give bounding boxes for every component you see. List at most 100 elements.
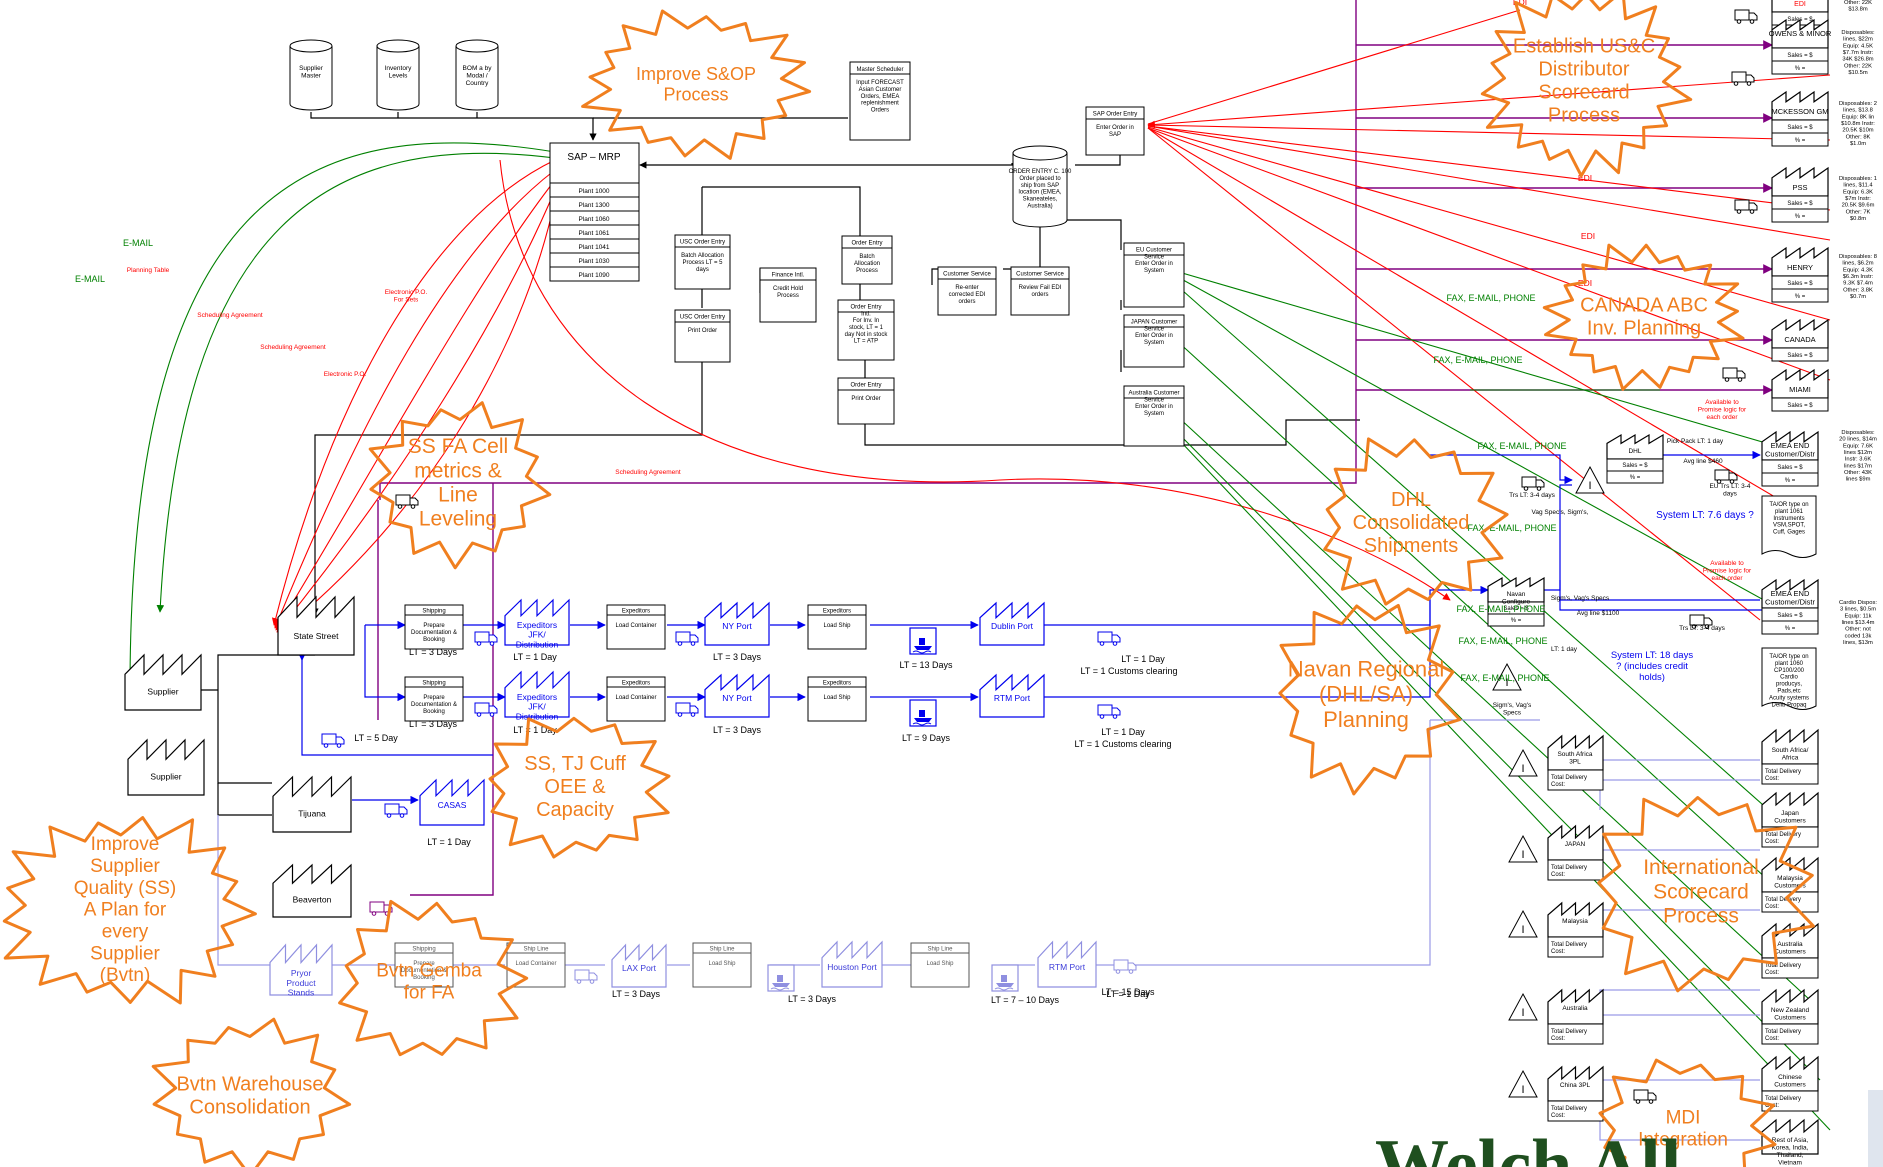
lead-time-label: LT = 13 Days (900, 660, 953, 670)
lead-time-label: LT = 3 Days (788, 994, 836, 1004)
factory-icon: Beaverton (273, 865, 351, 917)
customer-label: MCKESSON GM (1771, 107, 1828, 116)
shipping-box-body: Load Ship (823, 623, 851, 629)
customer-label: EDI (1794, 1, 1806, 8)
flow-label: System LT: 7.6 days ? (1656, 510, 1754, 521)
shipping-box-title: Shipping (422, 681, 445, 687)
factory-icon: LAX Port (612, 945, 666, 987)
hub-box: NavanConfigureSales = $% = (1488, 578, 1544, 626)
brand-logo-text: Welch All (1375, 1125, 1681, 1167)
intl-warehouse-box: AustraliaTotal DeliveryCost: (1548, 990, 1603, 1044)
sap-mrp-title: SAP – MRP (567, 152, 620, 163)
shipping-box-title: Ship Line (927, 947, 953, 953)
shipping-box-title: Ship Line (523, 947, 549, 953)
process-box-title: Finance Intl. (772, 273, 805, 279)
customer-sales: Sales = $ (1787, 53, 1813, 59)
shipping-process-box: Ship LineLoad Container (507, 943, 565, 987)
ship-icon (992, 965, 1018, 991)
flow-label: Trs LT: 3-4 days (1509, 492, 1556, 499)
shipping-box-body: Load Container (615, 695, 656, 701)
customer-label: EMEA ENDCustomer/Distr (1765, 441, 1816, 459)
process-box: Finance Intl.Credit HoldProcess (760, 268, 816, 322)
process-box: Customer ServiceReview Fail EDIorders (1011, 267, 1069, 315)
kaizen-burst-text: ImproveSupplierQuality (SS)A Plan foreve… (74, 834, 176, 986)
process-box-title: SAP Order Entry (1093, 112, 1138, 118)
factory-label: RTM Port (1049, 962, 1086, 972)
shipping-box-body: Load Ship (708, 961, 736, 967)
side-note: Disposables: 8lines, $6.2mEquip: 4.3K$6.… (1839, 254, 1877, 300)
kaizen-burst-text: SS, TJ CuffOEE &Capacity (524, 753, 626, 821)
inventory-triangle-icon: I (1509, 994, 1537, 1020)
process-box: USC Order EntryBatch AllocationProcess L… (675, 235, 730, 289)
shipping-box-body: Load Ship (823, 695, 851, 701)
shipping-box-title: Ship Line (709, 947, 735, 953)
shipping-process-box: Ship LineLoad Ship (911, 943, 969, 987)
intl-warehouse-box: China 3PLTotal DeliveryCost: (1548, 1067, 1603, 1121)
process-box-title: Customer Service (1016, 272, 1064, 278)
intl-label: Malaysia (1562, 918, 1588, 925)
order-entry-database: ORDER ENTRY C. 100Order placed toship fr… (1009, 146, 1072, 227)
factory-icon: NY Port (705, 675, 769, 717)
factory-label: LAX Port (622, 963, 657, 973)
flow-label: Scheduling Agreement (197, 312, 263, 319)
process-box-body: Print Order (688, 328, 717, 334)
truck-icon (1634, 1090, 1656, 1103)
process-box-title: Order Entry (850, 383, 881, 389)
customer-box: EMEA ENDCustomer/DistrSales = $% = (1762, 580, 1818, 634)
plant-row: Plant 1041 (578, 244, 609, 251)
flow-label: Pick Pack LT: 1 day (1667, 438, 1724, 445)
flow-label: Sigm's, Vag's Specs (1551, 595, 1610, 602)
factory-label: Houston Port (827, 962, 877, 972)
customer-percent: % = (1795, 214, 1806, 220)
lead-time-label: LT = 1 Day (1101, 727, 1145, 737)
factory-icon: ExpeditorsJFK/Distribution (505, 600, 569, 649)
shipping-box-body: Load Container (615, 623, 656, 629)
factory-icon: CASAS (420, 780, 484, 825)
customer-label: MIAMI (1789, 385, 1811, 394)
customer-sales: Sales = $ (1787, 281, 1813, 287)
flow-label: E-MAIL (123, 238, 153, 248)
factory-icon: Houston Port (822, 942, 882, 987)
customer-percent: % = (1785, 478, 1796, 484)
lead-time-label: LT = 1 Customs clearing (1081, 666, 1178, 676)
plant-row: Plant 1300 (578, 202, 609, 209)
lead-time-label: LT = 3 Days (713, 652, 761, 662)
intl-customer-label: New ZealandCustomers (1771, 1007, 1810, 1021)
hub-percent: % = (1630, 475, 1641, 481)
shipping-box-title: Shipping (412, 947, 435, 953)
flow-label: Electronic P.O.For Sets (385, 289, 428, 303)
customer-percent: % = (1795, 294, 1806, 300)
scrollbar-track[interactable] (1868, 1090, 1883, 1167)
intl-customer-box: Rest of Asia,Korea, India,Thailand,Vietn… (1762, 1120, 1818, 1166)
shipping-process-box: Ship LineLoad Ship (693, 943, 751, 987)
hub-box: DHLSales = $% = (1607, 435, 1663, 483)
customer-sales: Sales = $ (1777, 465, 1803, 471)
kaizen-burst-text: CANADA ABCInv. Planning (1580, 295, 1708, 340)
lead-time-label: LT = 1 Day (513, 652, 557, 662)
database-cylinder: BOM a byModal /Country (456, 40, 498, 110)
factory-icon: State Street (278, 597, 354, 655)
kaizen-burst-text: Navan Regional(DHL/SA)Planning (1288, 656, 1445, 732)
flow-label: FAX, E-MAIL, PHONE (1433, 355, 1522, 365)
flow-label: FAX, E-MAIL, PHONE (1460, 673, 1549, 683)
shipping-box-body: Load Container (515, 961, 556, 967)
shipping-box-title: Expeditors (823, 609, 851, 615)
intl-customer-box: New ZealandCustomersTotal DeliveryCost: (1762, 990, 1818, 1044)
customer-label: OWENS & MINOR (1769, 29, 1832, 38)
customer-label: HENRY (1787, 263, 1813, 272)
factory-icon: ExpeditorsJFK/Distribution (505, 672, 569, 721)
process-box-title: USC Order Entry (680, 240, 725, 246)
factory-icon: Supplier (125, 655, 201, 710)
plant-row: Plant 1060 (578, 216, 609, 223)
